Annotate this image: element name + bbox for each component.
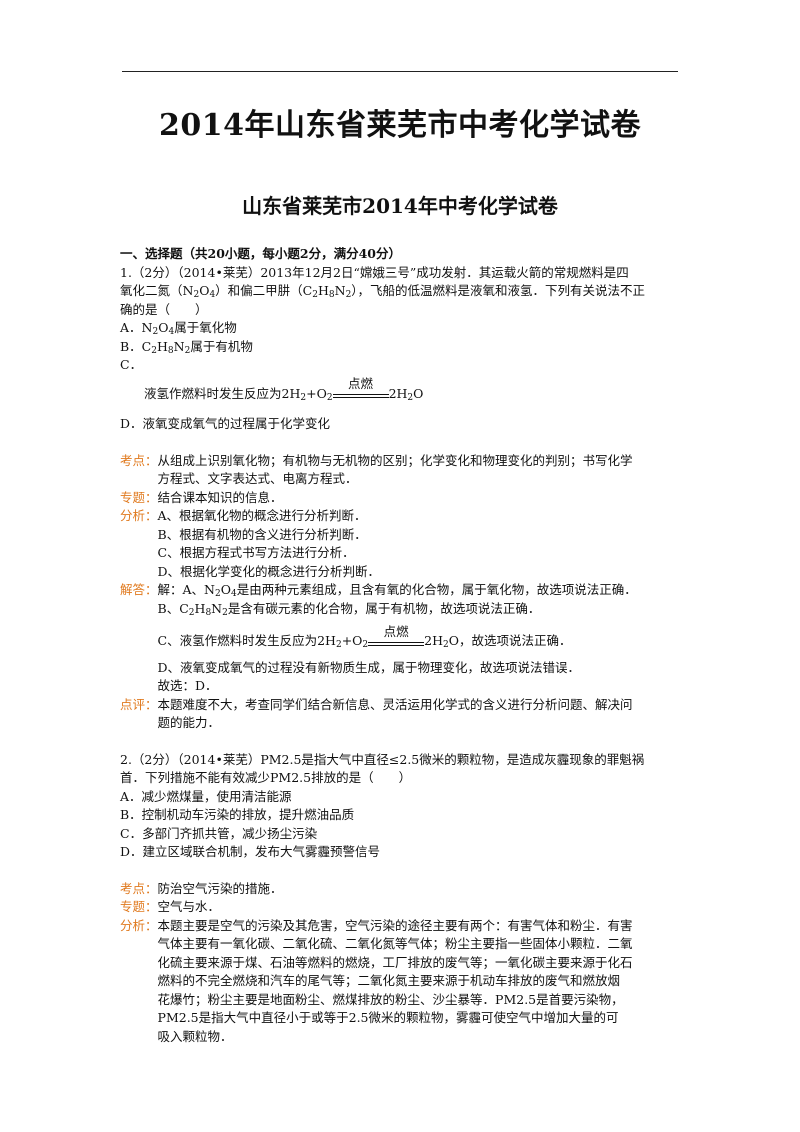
q2-option-a: A．减少燃煤量，使用清洁能源 bbox=[120, 788, 292, 804]
q1-jieda: 解答： 解：A、N2O4是由两种元素组成，且含有氧的化合物，属于氧化物，故选项说… bbox=[120, 582, 637, 693]
q1-option-c-label: C． bbox=[120, 357, 143, 372]
q1-kaodian: 考点：从组成上识别氧化物；有机物与无机物的区别；化学变化和物理变化的判别；书写化… bbox=[120, 452, 633, 487]
q2-option-b: B．控制机动车污染的排放，提升燃油品质 bbox=[120, 807, 355, 822]
question-2: 2.（2分）（2014•莱芜）PM2.5是指大气中直径≤2.5微米的颗粒物，是造… bbox=[120, 751, 685, 1047]
q2-stem-line1: 2.（2分）（2014•莱芜）PM2.5是指大气中直径≤2.5微米的颗粒物，是造… bbox=[120, 751, 645, 767]
q1-option-b: B．C2H8N2属于有机物 bbox=[120, 338, 253, 356]
q2-fenxi: 分析： 本题主要是空气的污染及其危害，空气污染的途径主要有两个：有害气体和粉尘．… bbox=[120, 917, 633, 1044]
document-subtitle: 山东省莱芜市2014年中考化学试卷 bbox=[242, 194, 558, 218]
q1-stem-line2: 氧化二氮（N2O4）和偏二甲肼（C2H8N2），飞船的低温燃料是液氧和液氢．下列… bbox=[120, 283, 646, 300]
reaction-arrow-2: 点燃 bbox=[368, 624, 425, 649]
q1-dianping: 点评：本题难度不大，考查同学们结合新信息、灵活运用化学式的含义进行分析问题、解决… bbox=[120, 696, 633, 731]
header-rule bbox=[122, 71, 678, 72]
q1-option-a: A．N2O4属于氧化物 bbox=[120, 320, 237, 337]
q2-zhuanti: 专题：空气与水． bbox=[120, 899, 221, 914]
q1-fenxi: 分析：A、根据氧化物的概念进行分析判断．B、根据有机物的含义进行分析判断．C、根… bbox=[120, 508, 381, 579]
reaction-arrow: 点燃 bbox=[332, 376, 389, 401]
document-title: 2014年山东省莱芜市中考化学试卷 bbox=[159, 108, 641, 143]
q2-stem-line2: 首．下列措施不能有效减少PM2.5排放的是（ ） bbox=[120, 770, 412, 785]
exam-body: 一、选择题（共20小题，每小题2分，满分40分） 1.（2分）（2014•莱芜）… bbox=[120, 245, 685, 1046]
q1-zhuanti: 专题：结合课本知识的信息． bbox=[120, 489, 283, 505]
q1-stem-line3: 确的是（ ） bbox=[120, 301, 208, 317]
q2-kaodian: 考点：防治空气污染的措施． bbox=[120, 880, 283, 896]
q1-stem-line1: 1.（2分）（2014•莱芜）2013年12月2日“嫦娥三号”成功发射．其运载火… bbox=[120, 264, 629, 280]
section-heading: 一、选择题（共20小题，每小题2分，满分40分） bbox=[120, 246, 401, 261]
question-1: 1.（2分）（2014•莱芜）2013年12月2日“嫦娥三号”成功发射．其运载火… bbox=[120, 264, 685, 733]
q2-option-d: D．建立区域联合机制，发布大气雾霾预警信号 bbox=[120, 844, 381, 859]
q2-option-c: C．多部门齐抓共管，减少扬尘污染 bbox=[120, 825, 318, 841]
q1-option-d: D．液氧变成氧气的过程属于化学变化 bbox=[120, 416, 331, 431]
